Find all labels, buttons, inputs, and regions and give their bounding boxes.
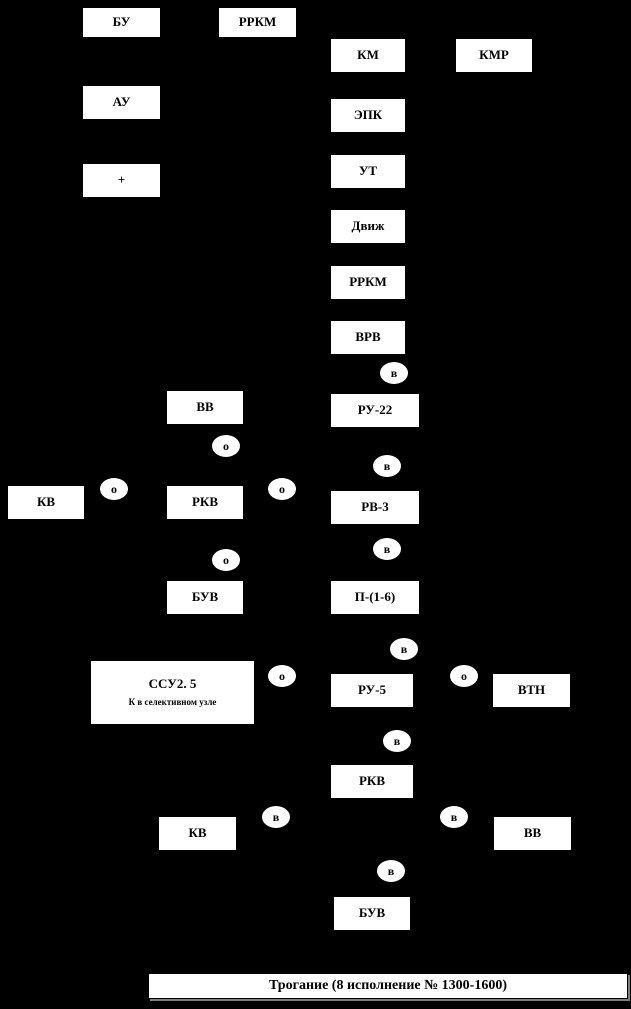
block-ru22: РУ-22 bbox=[330, 393, 420, 428]
block-buv-left: БУВ bbox=[166, 580, 244, 615]
contact-ellipse-13: в bbox=[440, 806, 468, 828]
diagram-caption: Трогание (8 исполнение № 1300-1600) bbox=[148, 973, 628, 999]
block-vtn: ВТН bbox=[492, 673, 571, 708]
block-kv-bottom: КВ bbox=[158, 816, 237, 851]
block-rkv-bottom: РКВ bbox=[330, 764, 414, 799]
block-ssu: ССУ2. 5 К в селективном узле bbox=[90, 660, 255, 725]
contact-ellipse-5: о bbox=[268, 478, 296, 500]
block-rkv-left: РКВ bbox=[166, 485, 244, 520]
block-p16: П-(1-6) bbox=[330, 580, 420, 615]
contact-ellipse-7: о bbox=[212, 549, 240, 571]
block-km: КМ bbox=[330, 38, 406, 73]
block-ut: УТ bbox=[330, 154, 406, 189]
block-rv3: РВ-3 bbox=[330, 490, 420, 525]
block-plus: + bbox=[82, 163, 161, 198]
block-buv-bottom: БУВ bbox=[333, 896, 411, 931]
block-vrv: ВРВ bbox=[330, 320, 406, 355]
contact-ellipse-6: в bbox=[373, 538, 401, 560]
contact-ellipse-9: о bbox=[268, 665, 296, 687]
block-kmr: КМР bbox=[455, 38, 533, 73]
contact-ellipse-8: в bbox=[390, 638, 418, 660]
block-rrkm-top: РРКМ bbox=[218, 7, 297, 38]
contact-ellipse-12: в bbox=[262, 806, 290, 828]
block-ssu-title: ССУ2. 5 bbox=[148, 676, 197, 692]
contact-ellipse-4: о bbox=[100, 478, 128, 500]
block-vv-right: ВВ bbox=[493, 816, 572, 851]
block-kv-left: КВ bbox=[7, 485, 85, 520]
block-rrkm-mid: РРКМ bbox=[330, 265, 406, 300]
block-au: АУ bbox=[82, 85, 161, 120]
contact-ellipse-1: в bbox=[380, 362, 408, 384]
contact-ellipse-10: о bbox=[450, 665, 478, 687]
block-ru5: РУ-5 bbox=[330, 673, 414, 708]
block-bu: БУ bbox=[82, 7, 161, 38]
contact-ellipse-2: о bbox=[212, 435, 240, 457]
block-epk: ЭПК bbox=[330, 98, 406, 133]
block-dvizh: Движ bbox=[330, 209, 406, 244]
contact-ellipse-14: в bbox=[377, 860, 405, 882]
contact-ellipse-3: в bbox=[373, 455, 401, 477]
contact-ellipse-11: в bbox=[383, 730, 411, 752]
block-ssu-subtitle: К в селективном узле bbox=[128, 696, 217, 707]
block-vv-left: ВВ bbox=[166, 390, 244, 425]
